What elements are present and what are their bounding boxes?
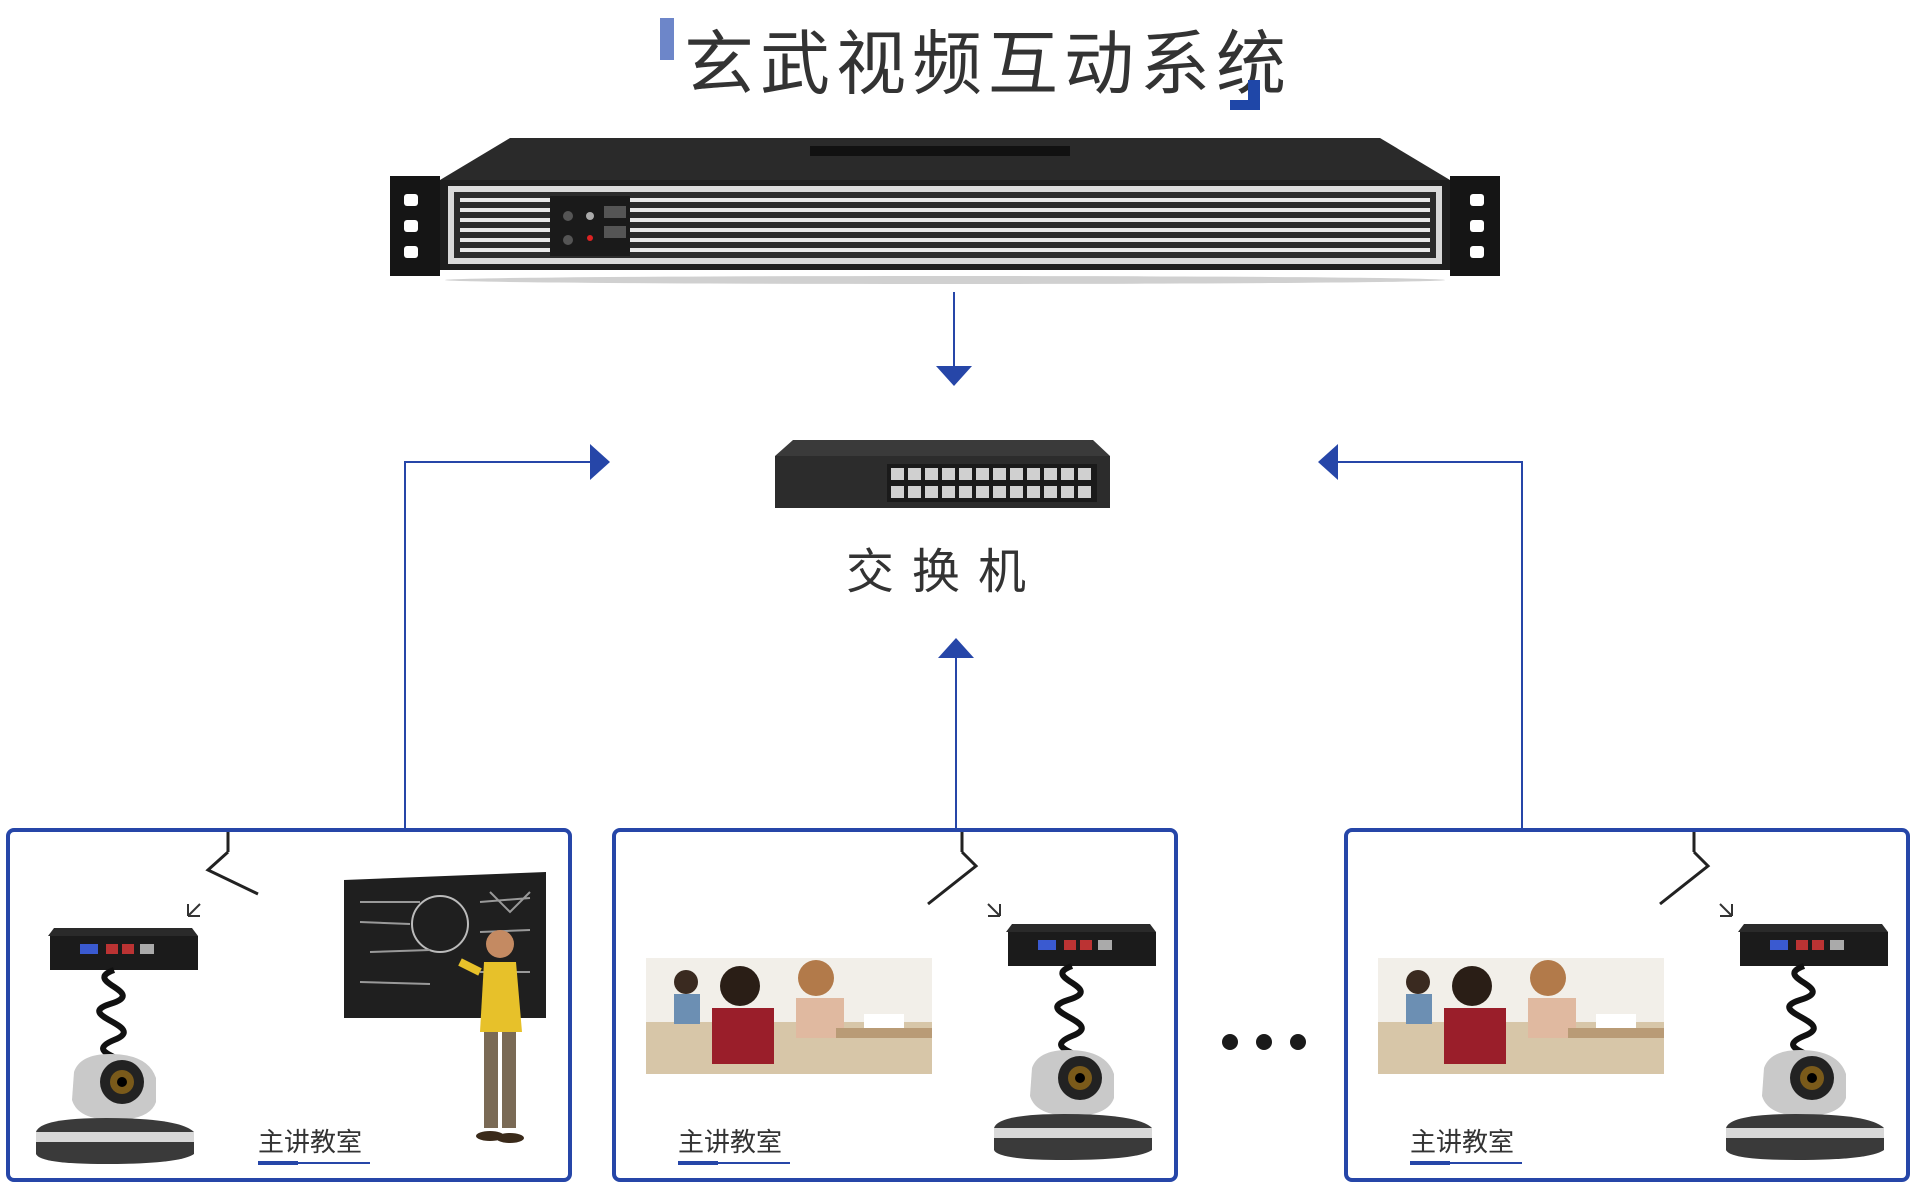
label-underline-accent xyxy=(258,1161,298,1165)
arrow-down-icon xyxy=(936,366,972,386)
classroom-panel: 主讲教室 xyxy=(1344,828,1910,1182)
title-block: 玄武视频互动系统 xyxy=(660,18,1286,110)
students-photo-icon xyxy=(1378,958,1664,1074)
microphone-icon xyxy=(187,832,259,917)
arrow-up-icon xyxy=(938,638,974,658)
microphone-icon xyxy=(1659,832,1733,917)
server-vent xyxy=(810,146,1070,156)
classroom-label: 主讲教室 xyxy=(258,1128,363,1158)
cable-icon xyxy=(1054,963,1085,1067)
teacher-icon xyxy=(458,930,524,1143)
label-underline xyxy=(678,1162,790,1164)
ellipsis-dot xyxy=(1290,1034,1306,1050)
cable-icon xyxy=(1786,963,1817,1067)
classroom-panel: 主讲教室 xyxy=(6,828,572,1182)
usb-port-icon xyxy=(604,226,626,238)
ptz-camera-icon xyxy=(36,1054,194,1164)
ptz-camera-icon xyxy=(994,1050,1152,1160)
arrow-left-icon xyxy=(1318,444,1338,480)
diagram-title: 玄武视频互动系统 xyxy=(684,23,1292,105)
students-photo-icon xyxy=(646,958,932,1074)
usb-port-icon xyxy=(604,206,626,218)
cable-icon xyxy=(96,967,127,1071)
status-led-icon xyxy=(586,212,594,220)
rack-server xyxy=(390,138,1500,284)
server-top-panel xyxy=(440,138,1450,180)
reset-button-icon xyxy=(563,235,573,245)
switch-top xyxy=(775,440,1110,456)
microphone-icon xyxy=(927,832,1001,917)
ellipsis-dot xyxy=(1256,1034,1272,1050)
title-bracket-left xyxy=(660,18,674,60)
switch-label: 交换机 xyxy=(845,544,1044,600)
label-underline xyxy=(258,1162,370,1164)
server-grille xyxy=(460,198,1430,252)
label-underline xyxy=(1410,1162,1522,1164)
title-bracket-right-horizontal xyxy=(1230,100,1260,110)
hdd-led-icon xyxy=(587,235,593,241)
mini-pc-icon xyxy=(48,928,198,970)
power-button-icon xyxy=(563,211,573,221)
label-underline-accent xyxy=(1410,1161,1450,1165)
ellipsis-dot xyxy=(1222,1034,1238,1050)
mini-pc-icon xyxy=(1006,924,1156,966)
connector-left-switch xyxy=(404,461,594,828)
arrow-right-icon xyxy=(590,444,610,480)
ptz-camera-icon xyxy=(1726,1050,1884,1160)
switch-ports xyxy=(891,468,1091,498)
classroom-label: 主讲教室 xyxy=(678,1128,783,1158)
connector-right-switch xyxy=(1334,461,1523,828)
classroom-label: 主讲教室 xyxy=(1410,1128,1515,1158)
mini-pc-icon xyxy=(1738,924,1888,966)
network-switch xyxy=(775,440,1110,508)
label-underline-accent xyxy=(678,1161,718,1165)
classroom-panel: 主讲教室 xyxy=(612,828,1178,1182)
